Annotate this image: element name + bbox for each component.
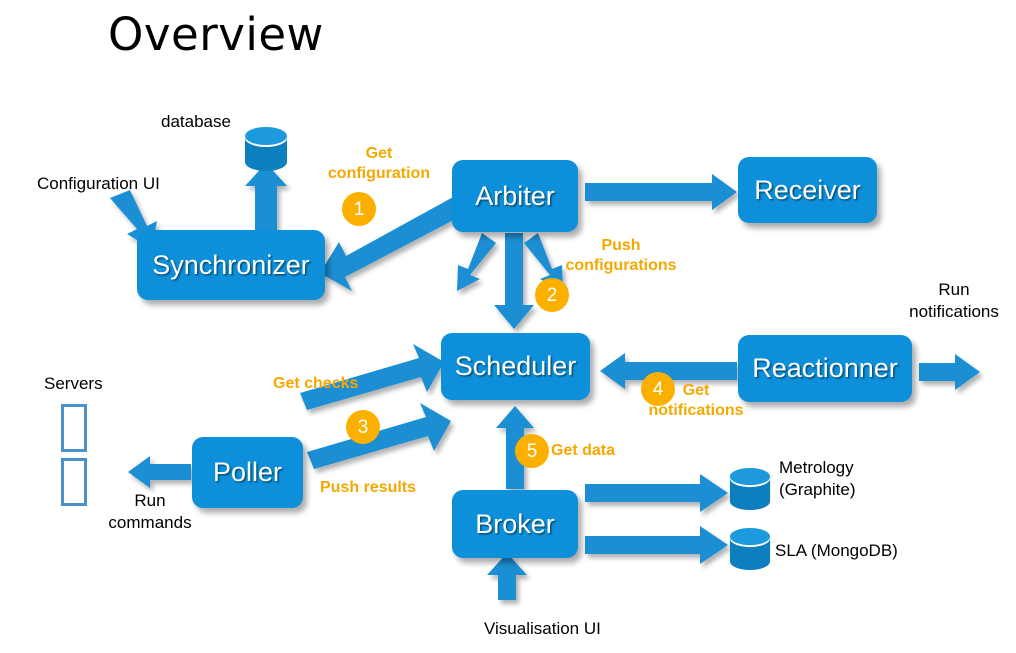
step-badge-3: 3 bbox=[346, 410, 380, 444]
arrow-arbiter-to-scheduler bbox=[494, 233, 534, 329]
step-1-label-line1: Get bbox=[365, 145, 393, 162]
arrow-reactionner-to-scheduler bbox=[600, 353, 737, 389]
arrow-broker-to-metrology bbox=[585, 474, 728, 512]
step-badge-3-number: 3 bbox=[357, 416, 369, 438]
arrow-arbiter-to-synchronizer bbox=[320, 196, 465, 291]
step-2-label-line1: Push bbox=[601, 237, 641, 254]
caption-visualisation-ui: Visualisation UI bbox=[484, 619, 601, 638]
step-4-label-line1: Get bbox=[682, 382, 710, 399]
node-scheduler[interactable]: Scheduler bbox=[441, 333, 590, 400]
caption-sla: SLA (MongoDB) bbox=[775, 541, 898, 560]
step-4-label-line2: notifications bbox=[648, 401, 744, 419]
arrow-arbiter-fanout-right bbox=[524, 233, 563, 291]
node-receiver[interactable]: Receiver bbox=[738, 157, 877, 223]
arrow-poller-to-scheduler-pushresults bbox=[307, 403, 451, 469]
metrology-database-icon bbox=[728, 466, 772, 512]
caption-configuration-ui: Configuration UI bbox=[37, 174, 160, 193]
arrow-visualisationui-to-broker bbox=[487, 553, 527, 600]
node-arbiter[interactable]: Arbiter bbox=[452, 160, 578, 232]
database-cylinder-icon bbox=[243, 126, 289, 172]
node-reactionner[interactable]: Reactionner bbox=[738, 335, 912, 402]
arrow-reactionner-to-notifications bbox=[919, 354, 980, 390]
step-3-label-push-results: Push results bbox=[320, 479, 417, 496]
node-broker[interactable]: Broker bbox=[452, 490, 578, 558]
step-2-label-line2: configurations bbox=[565, 256, 677, 274]
arrow-broker-to-sla bbox=[585, 526, 728, 564]
node-receiver-label: Receiver bbox=[754, 174, 861, 205]
step-badge-1: 1 bbox=[342, 192, 376, 226]
node-synchronizer[interactable]: Synchronizer bbox=[137, 230, 325, 300]
step-badge-2-number: 2 bbox=[546, 284, 558, 306]
server-rack-icon-1 bbox=[61, 404, 87, 452]
step-badge-5-number: 5 bbox=[526, 440, 538, 462]
step-5-label: Get data bbox=[551, 442, 616, 459]
caption-run-notifications-line1: Run bbox=[938, 280, 970, 299]
caption-run-commands-line1: Run bbox=[134, 491, 166, 510]
node-reactionner-label: Reactionner bbox=[752, 353, 898, 383]
sla-database-icon bbox=[728, 526, 772, 572]
node-broker-label: Broker bbox=[475, 508, 555, 539]
caption-database: database bbox=[161, 112, 231, 131]
step-badge-1-number: 1 bbox=[353, 198, 365, 220]
server-rack-icon-2 bbox=[61, 458, 87, 506]
step-1-label-line2: configuration bbox=[327, 164, 431, 182]
page-title: Overview bbox=[108, 8, 324, 61]
step-badge-2: 2 bbox=[535, 278, 569, 312]
caption-servers: Servers bbox=[44, 374, 103, 393]
arrow-arbiter-fanout-left bbox=[457, 233, 496, 291]
caption-run-notifications-line2: notifications bbox=[909, 301, 999, 321]
step-badge-4-number: 4 bbox=[652, 378, 664, 400]
step-3-label-get-checks: Get checks bbox=[273, 375, 359, 392]
step-badge-5: 5 bbox=[515, 434, 549, 468]
arrow-poller-to-servers bbox=[128, 456, 191, 488]
node-scheduler-label: Scheduler bbox=[454, 351, 577, 381]
node-synchronizer-label: Synchronizer bbox=[152, 249, 310, 280]
node-poller-label: Poller bbox=[212, 457, 283, 487]
arrow-arbiter-to-receiver bbox=[585, 174, 737, 210]
arrow-poller-to-scheduler-getchecks bbox=[300, 344, 444, 410]
caption-metrology-line2: (Graphite) bbox=[779, 480, 856, 500]
step-badge-4: 4 bbox=[641, 372, 675, 406]
caption-metrology-line1: Metrology bbox=[779, 458, 854, 477]
arrow-synchronizer-to-database bbox=[245, 163, 287, 232]
node-arbiter-label: Arbiter bbox=[475, 180, 555, 211]
caption-run-commands-line2: commands bbox=[108, 512, 192, 532]
node-poller[interactable]: Poller bbox=[192, 437, 303, 508]
